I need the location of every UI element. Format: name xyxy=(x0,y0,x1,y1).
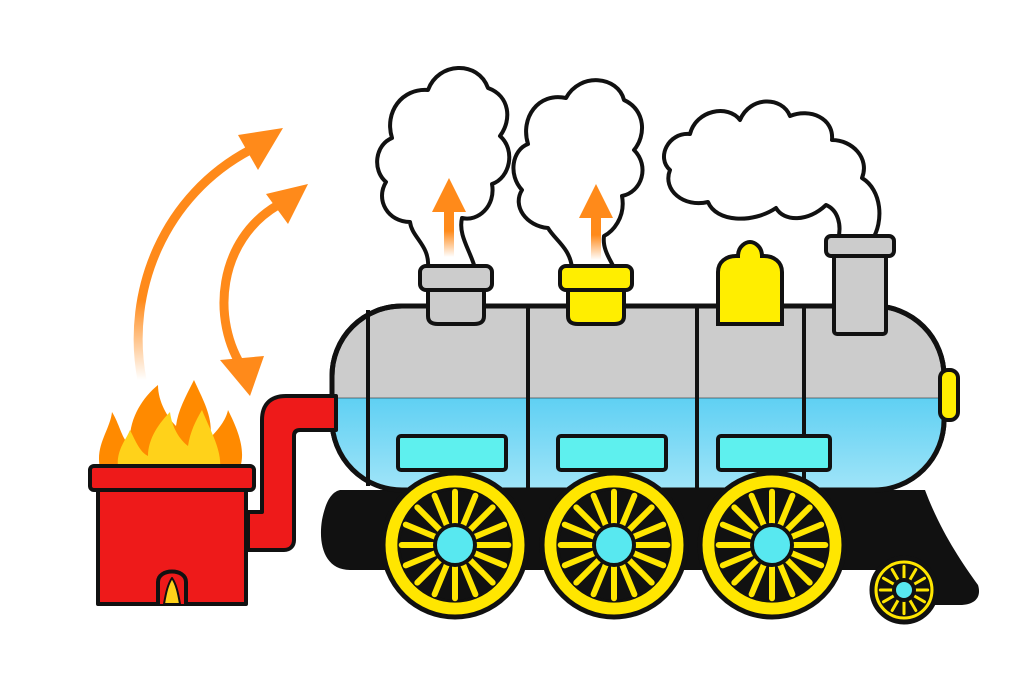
chimney-rim xyxy=(824,234,896,258)
wheel-hub xyxy=(892,578,916,602)
arrowhead-icon xyxy=(579,184,613,218)
curved-arrow-icon xyxy=(133,145,255,385)
arrowhead-icon xyxy=(432,178,466,212)
firebox-door-flame xyxy=(163,577,181,605)
curved-arrow-icon xyxy=(219,200,283,375)
window xyxy=(556,434,668,472)
firebox-assembly xyxy=(88,380,338,606)
spoked-wheel-icon xyxy=(539,470,689,620)
cloud-icon xyxy=(375,66,512,270)
wheels xyxy=(380,470,939,625)
arrowhead-icon xyxy=(266,184,308,224)
yellow-stack xyxy=(566,288,626,326)
window xyxy=(716,434,832,472)
wheel-hub xyxy=(433,523,477,567)
spoked-wheel-icon xyxy=(869,555,939,625)
arrowhead-icon xyxy=(238,128,283,170)
spoked-wheel-icon xyxy=(380,470,530,620)
wheel-hub xyxy=(592,523,636,567)
cloud-icon xyxy=(662,99,882,242)
wheel-hub xyxy=(750,523,794,567)
firebox-rim xyxy=(88,464,256,492)
steam-arrows xyxy=(432,178,613,260)
heat-arrows xyxy=(133,128,308,396)
smoke-clouds xyxy=(375,66,882,270)
up-arrow-icon xyxy=(591,210,601,260)
window xyxy=(396,434,508,472)
yellow-stack-rim xyxy=(558,264,634,292)
up-arrow-icon xyxy=(444,205,454,257)
cloud-icon xyxy=(511,78,645,270)
boiler-windows xyxy=(396,434,832,472)
flame-inner xyxy=(117,410,221,468)
boiler-domes xyxy=(418,234,896,336)
spoked-wheel-icon xyxy=(697,470,847,620)
steam-pipe xyxy=(246,394,338,552)
grey-stack-rim xyxy=(418,264,494,292)
boiler-end-cap xyxy=(938,368,960,422)
arrowhead-icon xyxy=(220,356,264,396)
chimney xyxy=(832,250,888,336)
grey-stack xyxy=(426,288,486,326)
yellow-dome xyxy=(716,239,784,326)
fire-icon xyxy=(98,380,243,468)
